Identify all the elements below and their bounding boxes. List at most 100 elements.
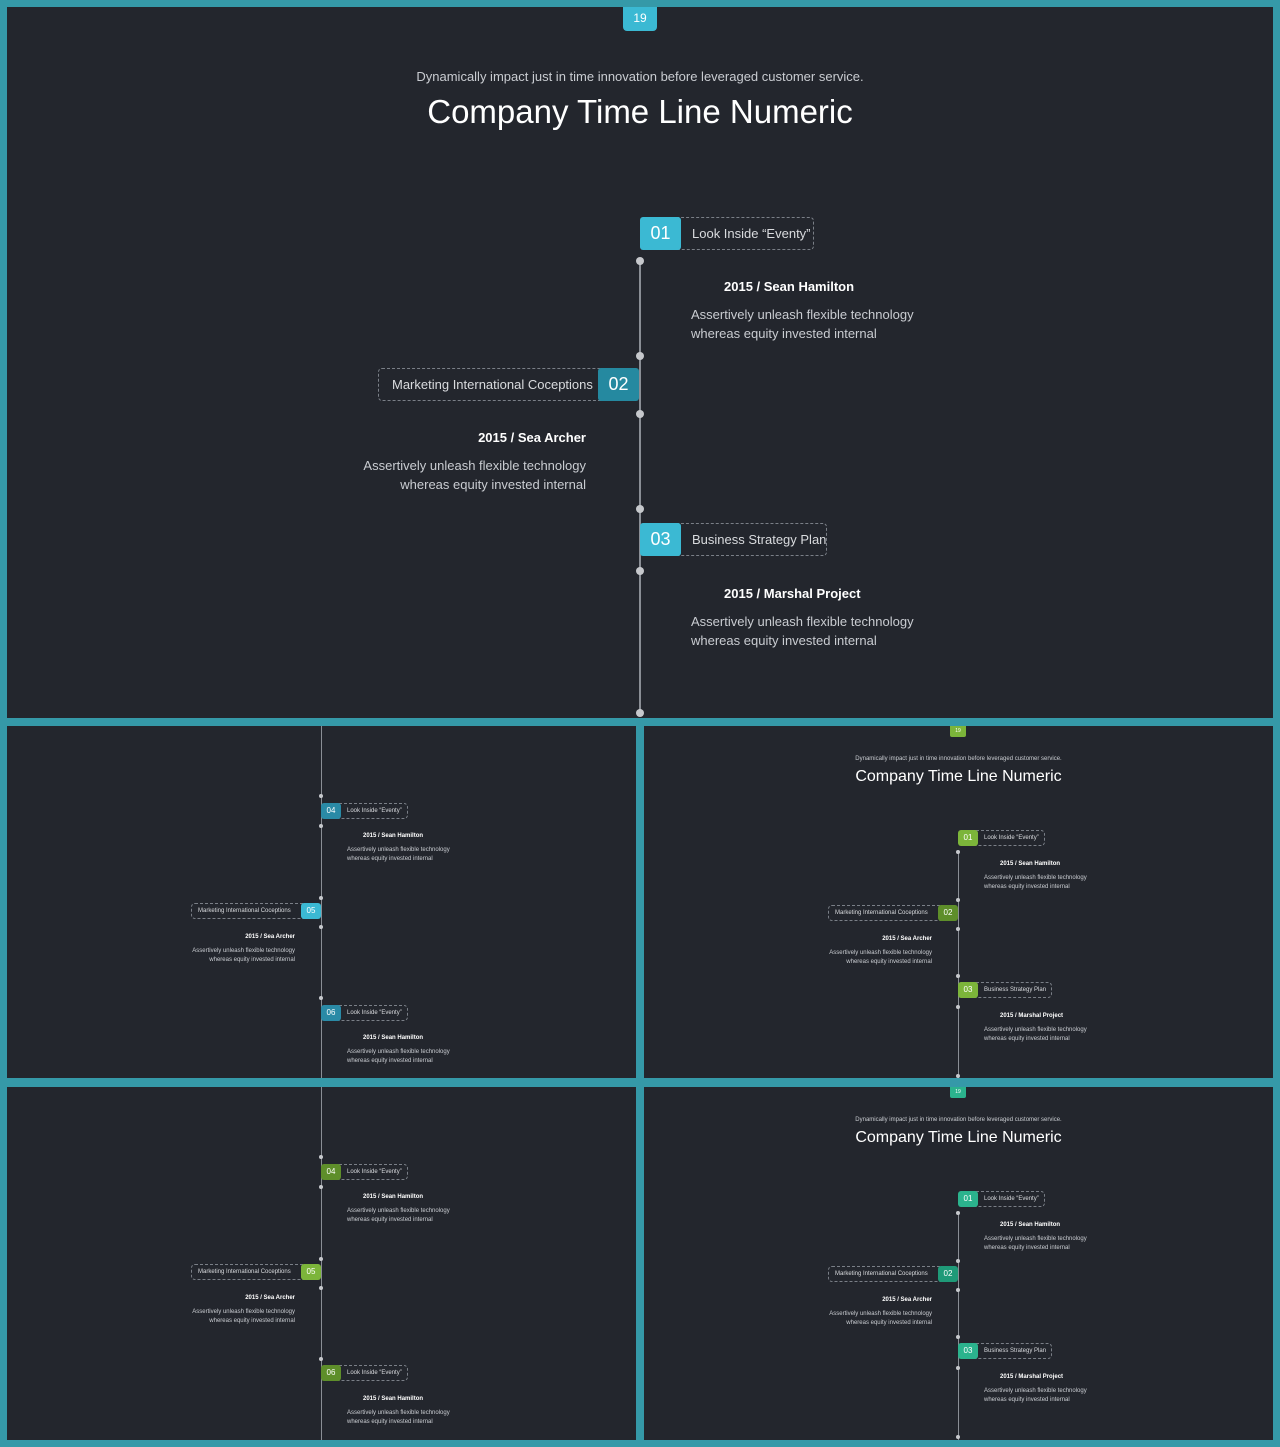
timeline-number-badge: 01 [640, 217, 681, 250]
timeline-label: Marketing International Coceptions [828, 905, 946, 921]
timeline-number-badge: 03 [958, 1343, 978, 1359]
timeline-line [958, 851, 959, 1078]
timeline-label: Marketing International Coceptions [191, 1264, 309, 1280]
timeline-description: Assertively unleash flexible technology [691, 307, 914, 322]
timeline-description: Assertively unleash flexible technology [829, 950, 932, 956]
timeline-label: Business Strategy Plan [972, 982, 1052, 998]
timeline-dot [956, 898, 960, 902]
timeline-description: whereas equity invested internal [400, 477, 586, 492]
timeline-dot [319, 896, 323, 900]
timeline-line [639, 261, 641, 713]
timeline-dot [956, 1366, 960, 1370]
slide-thumb-emerald: 19 Dynamically impact just in time innov… [644, 1087, 1273, 1440]
timeline-description: Assertively unleash flexible technology [984, 1388, 1087, 1394]
timeline-dot [956, 1259, 960, 1263]
timeline-dot [956, 1288, 960, 1292]
timeline-year-author: 2015 / Sean Hamilton [363, 1035, 424, 1041]
timeline-label: Look Inside “Eventy” [667, 217, 814, 250]
timeline-number-badge: 05 [301, 903, 321, 919]
timeline-description: whereas equity invested internal [347, 856, 433, 862]
timeline-description: Assertively unleash flexible technology [347, 1208, 450, 1214]
timeline-dot [319, 1155, 323, 1159]
timeline-label: Look Inside “Eventy” [972, 830, 1045, 846]
timeline-description: Assertively unleash flexible technology [984, 1236, 1087, 1242]
timeline-dot [956, 974, 960, 978]
timeline-dot [319, 794, 323, 798]
timeline-description: whereas equity invested internal [984, 1397, 1070, 1403]
timeline-description: whereas equity invested internal [347, 1419, 433, 1425]
timeline-label: Look Inside “Eventy” [972, 1191, 1045, 1207]
timeline-description: Assertively unleash flexible technology [984, 1027, 1087, 1033]
timeline-label: Marketing International Coceptions [378, 368, 612, 401]
timeline-year-author: 2015 / Sea Archer [245, 934, 295, 940]
timeline-label: Look Inside “Eventy” [335, 1005, 408, 1021]
timeline-dot [636, 257, 644, 265]
timeline-description: Assertively unleash flexible technology [984, 875, 1087, 881]
timeline-year-author: 2015 / Sea Archer [245, 1295, 295, 1301]
timeline-dot [319, 925, 323, 929]
timeline-description: Assertively unleash flexible technology [192, 948, 295, 954]
timeline-year-author: 2015 / Sean Hamilton [363, 1194, 424, 1200]
timeline-year-author: 2015 / Sean Hamilton [1000, 1222, 1061, 1228]
timeline-year-author: 2015 / Sea Archer [882, 936, 932, 942]
timeline-description: whereas equity invested internal [846, 1320, 932, 1326]
timeline-dot [956, 1074, 960, 1078]
timeline-number-badge: 06 [321, 1005, 341, 1021]
timeline-description: whereas equity invested internal [347, 1058, 433, 1064]
timeline-dot [956, 1335, 960, 1339]
timeline-number-badge: 02 [938, 905, 958, 921]
timeline-dot [636, 410, 644, 418]
page-number-badge: 19 [950, 726, 966, 737]
timeline-label: Business Strategy Plan [972, 1343, 1052, 1359]
timeline-dot [319, 824, 323, 828]
slide-thumb-green: 19 Dynamically impact just in time innov… [644, 726, 1273, 1078]
timeline-description: whereas equity invested internal [984, 884, 1070, 890]
timeline-dot [636, 709, 644, 717]
slide-main: 19 Dynamically impact just in time innov… [7, 7, 1273, 718]
timeline-number-badge: 01 [958, 1191, 978, 1207]
timeline-label: Look Inside “Eventy” [335, 803, 408, 819]
timeline-line [958, 1212, 959, 1440]
timeline-label: Marketing International Coceptions [191, 903, 309, 919]
timeline-line [321, 1087, 322, 1440]
slide-title: Company Time Line Numeric [427, 93, 853, 130]
timeline-dot [636, 567, 644, 575]
timeline-number-badge: 01 [958, 830, 978, 846]
timeline-dot [956, 1435, 960, 1439]
timeline-description: whereas equity invested internal [209, 1318, 295, 1324]
timeline-description: whereas equity invested internal [846, 959, 932, 965]
timeline-year-author: 2015 / Marshal Project [1000, 1013, 1064, 1019]
timeline-year-author: 2015 / Sean Hamilton [1000, 861, 1061, 867]
slide-subtitle: Dynamically impact just in time innovati… [855, 1117, 1062, 1123]
timeline-dot [956, 1005, 960, 1009]
timeline-description: whereas equity invested internal [347, 1217, 433, 1223]
timeline-line [321, 726, 322, 1078]
timeline-number-badge: 03 [640, 523, 681, 556]
timeline-dot [319, 1185, 323, 1189]
timeline-dot [636, 505, 644, 513]
timeline-description: whereas equity invested internal [691, 633, 877, 648]
timeline-description: whereas equity invested internal [984, 1245, 1070, 1251]
timeline-description: Assertively unleash flexible technology [347, 1049, 450, 1055]
timeline-dot [319, 996, 323, 1000]
timeline-dot [319, 1357, 323, 1361]
timeline-year-author: 2015 / Marshal Project [724, 586, 861, 601]
timeline-description: Assertively unleash flexible technology [829, 1311, 932, 1317]
slide-thumb-blue-continued: Look Inside “Eventy” 04 2015 / Sean Hami… [7, 726, 636, 1078]
timeline-number-badge: 02 [938, 1266, 958, 1282]
slide-subtitle: Dynamically impact just in time innovati… [416, 69, 864, 84]
timeline-dot [956, 1211, 960, 1215]
timeline-year-author: 2015 / Sea Archer [882, 1297, 932, 1303]
timeline-year-author: 2015 / Sean Hamilton [363, 1396, 424, 1402]
timeline-number-badge: 03 [958, 982, 978, 998]
timeline-dot [956, 927, 960, 931]
slide-thumb-green-continued: Look Inside “Eventy” 04 2015 / Sean Hami… [7, 1087, 636, 1440]
timeline-description: Assertively unleash flexible technology [192, 1309, 295, 1315]
timeline-number-badge: 04 [321, 803, 341, 819]
timeline-description: whereas equity invested internal [691, 326, 877, 341]
timeline-description: whereas equity invested internal [209, 957, 295, 963]
timeline-label: Look Inside “Eventy” [335, 1365, 408, 1381]
timeline-description: whereas equity invested internal [984, 1036, 1070, 1042]
slide-title: Company Time Line Numeric [855, 768, 1062, 785]
timeline-label: Marketing International Coceptions [828, 1266, 946, 1282]
